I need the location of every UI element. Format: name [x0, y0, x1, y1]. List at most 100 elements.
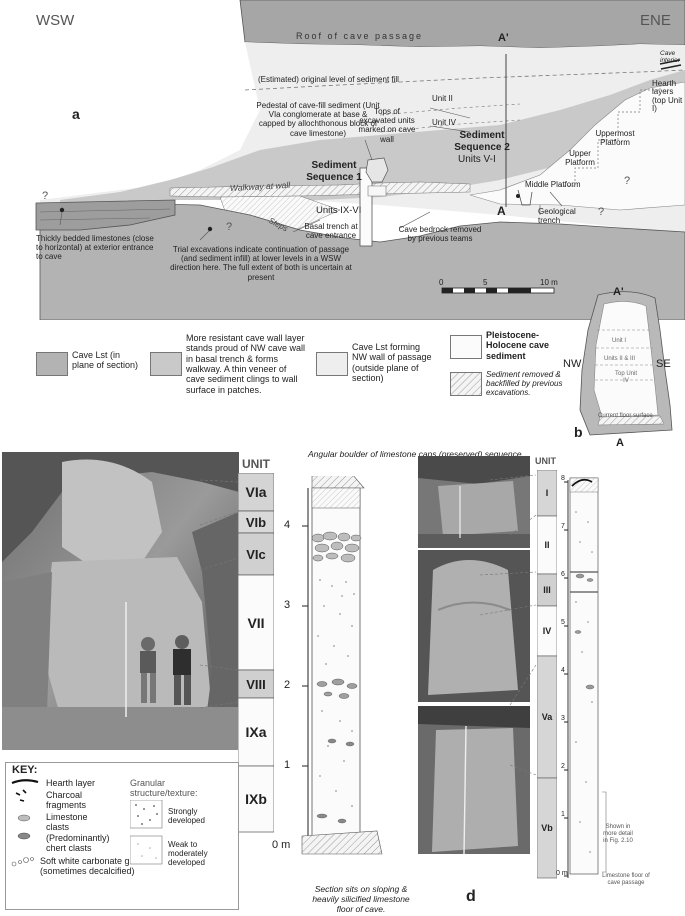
c-unit-header: UNIT [242, 457, 270, 471]
c-tick-2: 2 [284, 679, 291, 691]
b-floor-label: Current floor surface [598, 413, 653, 419]
d-tick-6: 6 [561, 571, 565, 578]
d-unit-header: UNIT [535, 456, 556, 466]
section-bottom-label: A [497, 204, 506, 218]
key-texture-swatches [130, 800, 163, 865]
d-unit-va: Va [541, 712, 553, 722]
exterior-limestone [35, 199, 176, 231]
trial-excavations-label: Trial excavations indicate continuation … [170, 245, 352, 282]
panel-a-letter: a [72, 106, 80, 122]
d-tick-7: 7 [561, 523, 565, 530]
d-floor-note: Limestone floor of cave passage [602, 873, 650, 886]
seq2-title: Sediment Sequence 2 [454, 130, 510, 153]
question-mark-1: ? [624, 175, 631, 187]
d-log-column [564, 477, 599, 878]
key-carbonate: Soft white carbonate granules (sometimes… [40, 856, 160, 877]
key-title: KEY: [12, 764, 38, 776]
key-box [5, 762, 239, 910]
d-unit-i: I [545, 488, 549, 498]
scale-5: 5 [483, 278, 488, 287]
d-tick-2: 2 [561, 763, 565, 770]
panel-b-letter: b [574, 424, 583, 440]
upper-platform-label: Upper Platform [565, 149, 595, 168]
legend-swatch-resistant [150, 352, 182, 376]
panel-d-letter: d [466, 888, 476, 905]
legend-cave-lst: Cave Lst (in plane of section) [72, 350, 139, 371]
d-unit-vb: Vb [541, 823, 553, 833]
d-tick-0: 0 m [556, 870, 568, 877]
d-tick-3: 3 [561, 715, 565, 722]
cave-interior-label: Cave interior [660, 50, 680, 65]
question-mark-2: ? [598, 206, 605, 218]
key-chert: (Predominantly) chert clasts [46, 833, 110, 854]
b-units-ii-iii: Units II & III [604, 356, 636, 362]
d-detail-bracket [602, 791, 607, 873]
thickly-bedded-label: Thickly bedded limestones (close to hori… [36, 234, 154, 262]
scale-bar [441, 287, 555, 294]
c-unit-column [238, 473, 274, 833]
uppermost-platform-label: Uppermost Platform [595, 129, 635, 148]
d-unit-iv: IV [542, 626, 552, 636]
legend-swatch-cave-lst [36, 352, 68, 376]
tops-excavated-label: Tops of excavated units marked on cave w… [358, 107, 416, 144]
hearth-layers-label: Hearth layers (top Unit I) [652, 79, 683, 114]
key-symbols [11, 779, 39, 867]
nw-wall-mid [60, 70, 685, 206]
panel-d-dashed-links [479, 474, 537, 776]
platform-steps [560, 86, 661, 187]
scale-10: 10 m [540, 278, 558, 287]
walkway-hatch [169, 181, 471, 198]
d-tick-5: 5 [561, 619, 565, 626]
c-log-column [301, 476, 383, 855]
c-tick-1: 1 [284, 759, 291, 771]
d-tick-8: 8 [561, 475, 565, 482]
c-boulder-note: Angular boulder of limestone caps (prese… [308, 449, 524, 459]
d-unit-ii: II [544, 540, 550, 550]
c-unit-ix-a: IXa [245, 724, 267, 740]
b-top-unit-iv: Top Unit IV [614, 371, 637, 384]
panel-d-photo-3 [418, 706, 530, 854]
c-unit-vii: VII [247, 614, 265, 631]
c-bottom-note: Section sits on sloping & heavily silici… [312, 884, 410, 914]
unit-iv-label: Unit IV [432, 118, 457, 127]
key-hearth: Hearth layer [46, 778, 96, 788]
panel-c-dashed-links [200, 479, 239, 709]
panel-d-photo-2 [418, 550, 530, 702]
seq2-units: Units V-I [458, 154, 496, 165]
c-tick-4: 4 [284, 519, 291, 531]
legend-swatch-pleistocene [450, 335, 482, 359]
b-unit-i: Unit I [612, 338, 627, 344]
roof-label: Roof of cave passage [296, 31, 424, 41]
question-mark-3: ? [42, 190, 49, 202]
label-ene: ENE [640, 12, 671, 29]
panel-c-photo [2, 452, 239, 750]
cave-section-drawing: Walkway at wall Steps [35, 0, 685, 320]
key-weak: Weak to moderately developed [168, 840, 208, 868]
original-level-label: (Estimated) original level of sediment f… [258, 75, 399, 84]
legend-resistant: More resistant cave wall layer stands pr… [186, 333, 306, 395]
c-unit-ix-b: IXb [245, 791, 267, 807]
pedestal-block [365, 157, 389, 183]
legend-cave-lst-nw: Cave Lst forming NW wall of passage (out… [352, 342, 432, 384]
bedrock-removed-label: Cave bedrock removed by previous teams [398, 225, 482, 244]
d-tick-1: 1 [561, 811, 565, 818]
key-strong: Strongly developed [168, 807, 205, 826]
key-granular-title: Granular structure/texture: [130, 778, 198, 799]
key-charcoal: Charcoal fragments [46, 790, 87, 811]
legend-pleistocene: Pleistocene-Holocene cave sediment [486, 330, 550, 361]
seq1-title: Sediment Sequence 1 [306, 160, 362, 183]
legend-removed: Sediment removed & backfilled by previou… [486, 370, 563, 398]
middle-platform-label: Middle Platform [525, 180, 581, 189]
c-unit-viii: VIII [246, 676, 266, 692]
d-tick-4: 4 [561, 667, 565, 674]
b-top-label: A' [613, 286, 624, 298]
basal-trench-label: Basal trench at cave entrance [304, 222, 358, 241]
scale-0: 0 [439, 278, 444, 287]
c-tick-3: 3 [284, 599, 291, 611]
panel-d-photo-1 [418, 456, 530, 548]
question-mark-4: ? [226, 221, 233, 233]
legend-swatch-removed [450, 372, 482, 396]
d-unit-column [537, 470, 557, 879]
c-unit-vi-a: VIa [245, 484, 267, 500]
